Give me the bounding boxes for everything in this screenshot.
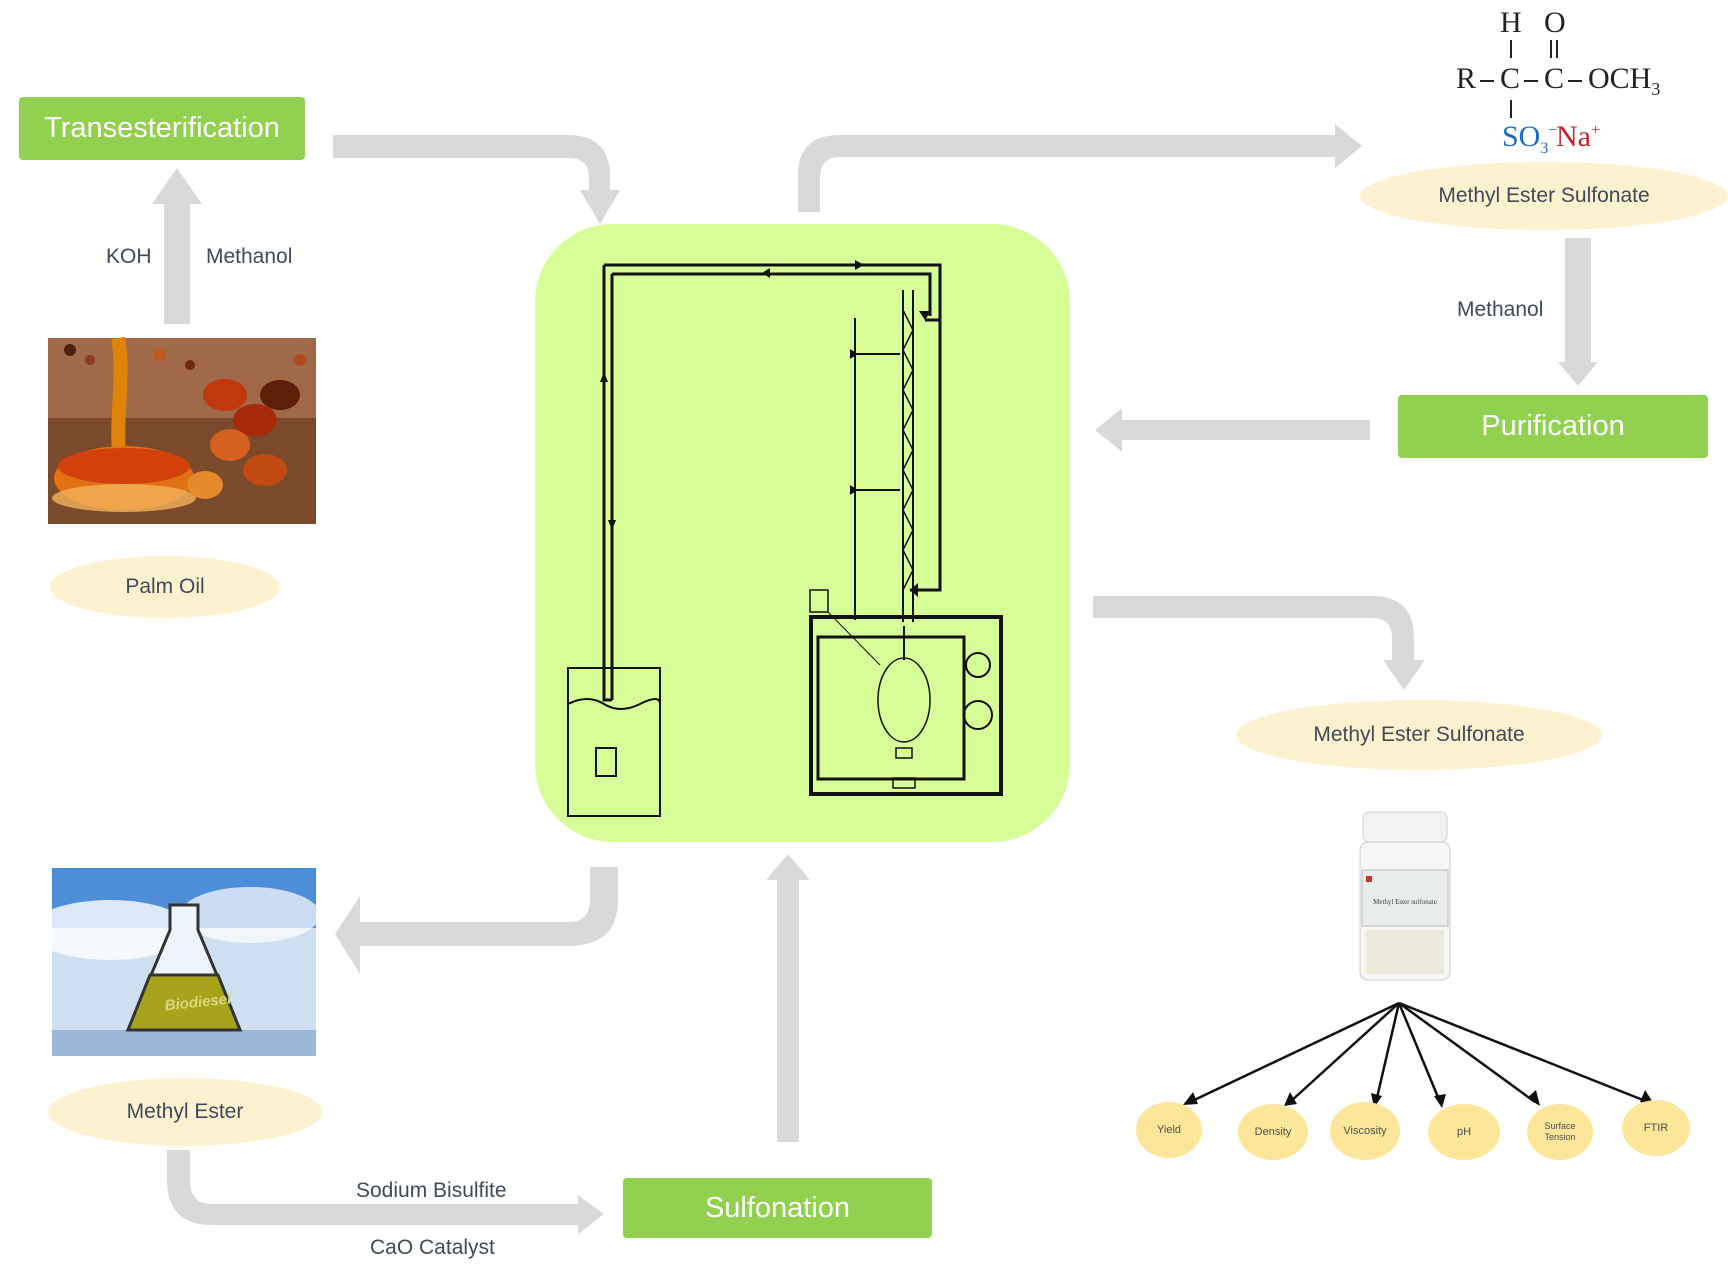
arrow-reactor-to-methyl-ester <box>360 867 618 946</box>
property-ph-label: pH <box>1456 1125 1472 1138</box>
property-yield: Yield <box>1136 1102 1202 1158</box>
structure-bond-co <box>1568 80 1582 82</box>
structure-na: Na+ <box>1556 120 1601 153</box>
property-surface-tension: Surface Tension <box>1527 1104 1593 1160</box>
arrow-methyl-ester-to-sulfonation <box>167 1150 578 1225</box>
biodiesel-image <box>30 868 320 1056</box>
property-viscosity-label: Viscosity <box>1343 1124 1387 1137</box>
methyl-ester-label: Methyl Ester <box>126 1100 244 1123</box>
structure-so3: SO3− <box>1502 120 1558 157</box>
apparatus-flow-arrows <box>600 260 931 597</box>
arrow-mes-to-purification <box>1565 238 1591 363</box>
property-viscosity: Viscosity <box>1330 1102 1400 1160</box>
methanol-label-left: Methanol <box>206 245 293 268</box>
property-density: Density <box>1238 1104 1308 1160</box>
arrow-purification-to-reactor-head <box>1095 408 1122 452</box>
arrow-trans-to-reactor-head <box>580 190 620 224</box>
arrow-methyl-ester-to-sulfonation-head <box>578 1195 604 1234</box>
property-density-label: Density <box>1254 1125 1292 1138</box>
mes-jar-image <box>1359 811 1451 981</box>
purification-box: Purification <box>1398 395 1708 458</box>
methanol-label-right: Methanol <box>1457 298 1544 321</box>
property-arrowheads <box>1183 1090 1654 1108</box>
property-yield-label: Yield <box>1156 1123 1182 1136</box>
property-ftir-label: FTIR <box>1643 1121 1669 1134</box>
structure-bond-rc <box>1480 80 1494 82</box>
structure-c2: C <box>1544 62 1565 95</box>
arrow-sulfonation-to-reactor <box>777 880 799 1142</box>
arrow-reactor-to-mes <box>798 135 1335 212</box>
structure-bond-co-1 <box>1550 40 1552 58</box>
structure-bond-cs <box>1510 100 1512 118</box>
mes-bottom-ellipse: Methyl Ester Sulfonate <box>1236 700 1602 770</box>
structure-r: R <box>1456 62 1477 95</box>
structure-bond-cc <box>1524 80 1538 82</box>
property-ftir: FTIR <box>1622 1100 1690 1156</box>
property-surface-label: Surface <box>1544 1121 1576 1131</box>
property-arrows <box>1189 1001 1649 1104</box>
arrow-palm-to-trans-head <box>152 168 202 204</box>
arrow-reactor-to-methyl-ester-head <box>335 896 360 974</box>
cao-catalyst-label: CaO Catalyst <box>370 1236 495 1259</box>
structure-bond-ch <box>1510 40 1512 58</box>
sulfonation-box: Sulfonation <box>623 1178 932 1238</box>
palm-oil-ellipse: Palm Oil <box>50 556 280 618</box>
arrow-sulfonation-to-reactor-head <box>766 854 810 880</box>
arrow-palm-to-trans <box>164 200 190 324</box>
methyl-ester-ellipse: Methyl Ester <box>48 1078 322 1146</box>
mes-top-label: Methyl Ester Sulfonate <box>1438 184 1650 207</box>
jar-label-text: Methyl Ester sulfonate <box>1373 898 1437 906</box>
transesterification-box: Transesterification <box>19 97 305 160</box>
arrow-mes-to-purification-head <box>1558 362 1598 386</box>
palm-oil-label: Palm Oil <box>125 575 205 598</box>
arrow-reactor-to-mes-bottom <box>1093 596 1414 662</box>
arrow-trans-to-reactor <box>333 135 610 195</box>
sodium-bisulfite-label: Sodium Bisulfite <box>356 1179 507 1202</box>
property-tension-label: Tension <box>1544 1132 1576 1142</box>
structure-o: O <box>1544 6 1566 39</box>
reactor-panel <box>535 224 1070 842</box>
palm-oil-image <box>48 336 316 524</box>
koh-label: KOH <box>106 245 152 268</box>
mes-bottom-label: Methyl Ester Sulfonate <box>1313 723 1525 746</box>
arrow-purification-to-reactor <box>1122 420 1370 440</box>
structure-c1: C <box>1500 62 1521 95</box>
reactor-apparatus <box>567 263 1003 817</box>
structure-bond-co-2 <box>1556 40 1558 58</box>
arrow-reactor-to-mes-bottom-head <box>1383 660 1425 690</box>
property-ph: pH <box>1428 1104 1500 1160</box>
structure-h: H <box>1500 6 1522 39</box>
structure-och3: OCH3 <box>1588 62 1661 99</box>
mes-top-ellipse: Methyl Ester Sulfonate <box>1360 162 1728 230</box>
arrow-reactor-to-mes-head <box>1335 124 1362 168</box>
